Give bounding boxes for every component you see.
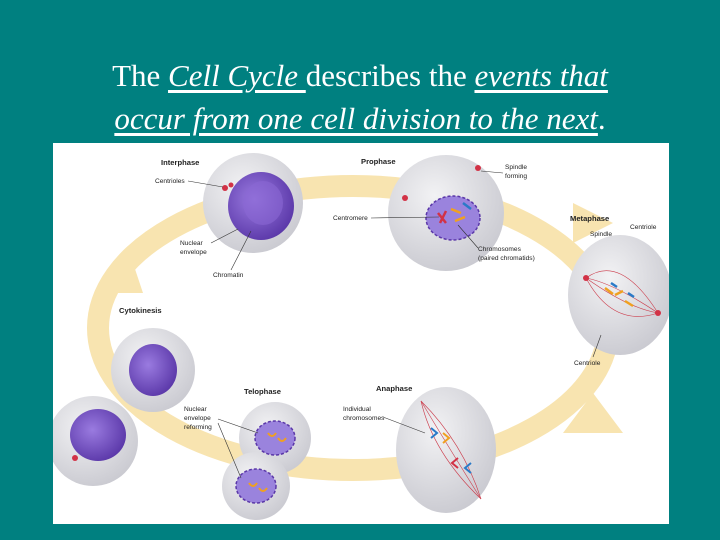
cytokinesis-cell-lower (53, 396, 138, 486)
title-text-2: describes the (305, 58, 475, 93)
phase-label-anaphase: Anaphase (376, 384, 412, 393)
label-spindle-1: Spindle (505, 164, 527, 171)
label-chromosomes-1: Chromosomes (478, 246, 522, 253)
label-spindle-2: forming (505, 173, 527, 180)
metaphase-cell (568, 235, 669, 355)
label-centriole-top: Centriole (630, 224, 657, 231)
label-chromosomes-2: (paired chromatids) (478, 255, 535, 262)
phase-label-prophase: Prophase (361, 157, 396, 166)
label-centromere: Centromere (333, 215, 368, 222)
phase-label-cytokinesis: Cytokinesis (119, 306, 162, 315)
label-individual-2: chromosomes (343, 415, 385, 422)
cycle-arrowhead-left (98, 248, 143, 293)
label-reforming-3: reforming (184, 424, 212, 431)
anaphase-cell (396, 387, 496, 513)
title-term-events-b: occur from one cell division to the next (114, 101, 598, 136)
telophase-cell (222, 402, 311, 520)
label-reforming-1: Nuclear (184, 406, 208, 413)
cytokinesis-cell-upper (111, 328, 195, 412)
label-nuclear-2: envelope (180, 249, 207, 256)
phase-label-telophase: Telophase (244, 387, 281, 396)
label-individual-1: Individual (343, 406, 371, 413)
title-period: . (597, 101, 606, 136)
cycle-arrowhead-right (563, 393, 623, 433)
phase-label-metaphase: Metaphase (570, 214, 609, 223)
title-term-cell-cycle: Cell Cycle (168, 58, 306, 93)
interphase-cell (203, 153, 303, 253)
cycle-arrowhead-top (573, 203, 613, 243)
phase-label-interphase: Interphase (161, 158, 199, 167)
label-chromatin: Chromatin (213, 272, 244, 279)
label-centrioles: Centrioles (155, 178, 185, 185)
title-text-1: The (112, 58, 169, 93)
prophase-cell (388, 155, 504, 271)
label-reforming-2: envelope (184, 415, 211, 422)
cell-cycle-svg: Interphase Centrioles Nuclear envelope C… (53, 153, 669, 520)
label-centriole-bottom: Centriole (574, 360, 601, 367)
cycle-arrow (87, 175, 623, 481)
slide-title: The Cell Cycle describes the events that… (0, 54, 720, 140)
cell-cycle-diagram: Interphase Centrioles Nuclear envelope C… (53, 143, 669, 524)
label-nuclear-1: Nuclear (180, 240, 204, 247)
title-term-events-a: events that (474, 58, 608, 93)
label-spindle: Spindle (590, 231, 612, 238)
